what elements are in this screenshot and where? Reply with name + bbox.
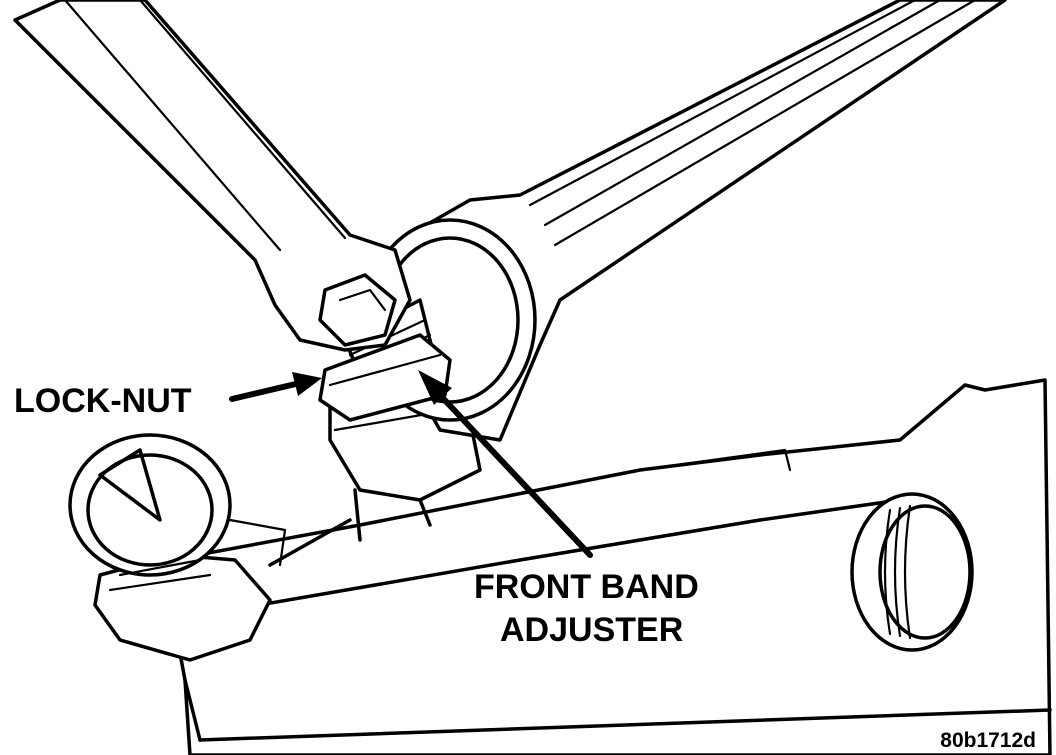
lock-nut-label: LOCK-NUT [14, 382, 192, 420]
figure-reference-id: 80b1712d [940, 729, 1036, 752]
lock-nut-leader-arrow [229, 372, 322, 402]
open-end-wrench [13, 0, 412, 352]
case-plug-fitting [68, 433, 287, 662]
box-end-wrench [363, 0, 1007, 442]
front-band-adjuster-label-line1: FRONT BAND [474, 568, 699, 606]
case-bore-opening [850, 492, 974, 652]
lock-nut-part [318, 333, 452, 422]
front-band-adjuster-label-line2: ADJUSTER [500, 611, 683, 649]
transmission-case [168, 378, 1052, 755]
adjuster-leader-arrow [418, 370, 593, 558]
